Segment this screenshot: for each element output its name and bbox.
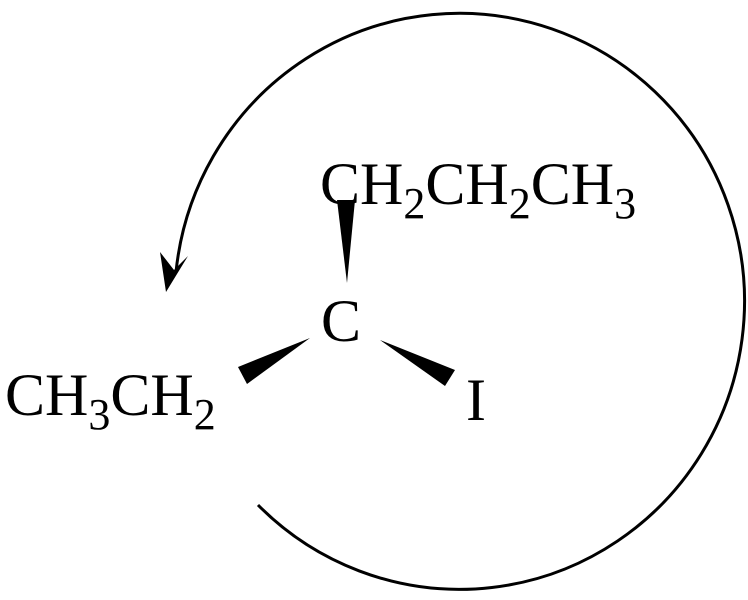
wedge-bond-top xyxy=(337,200,355,283)
arrowhead-icon xyxy=(160,252,188,292)
center-carbon-label: C xyxy=(321,288,361,354)
wedge-bond-left xyxy=(238,338,310,384)
rotation-arc xyxy=(174,11,747,591)
iodine-label: I xyxy=(466,367,486,433)
left-group-label: CH3CH2 xyxy=(5,362,216,439)
top-group-label: CH2CH2CH3 xyxy=(320,151,636,228)
wedge-bond-right xyxy=(380,340,455,386)
